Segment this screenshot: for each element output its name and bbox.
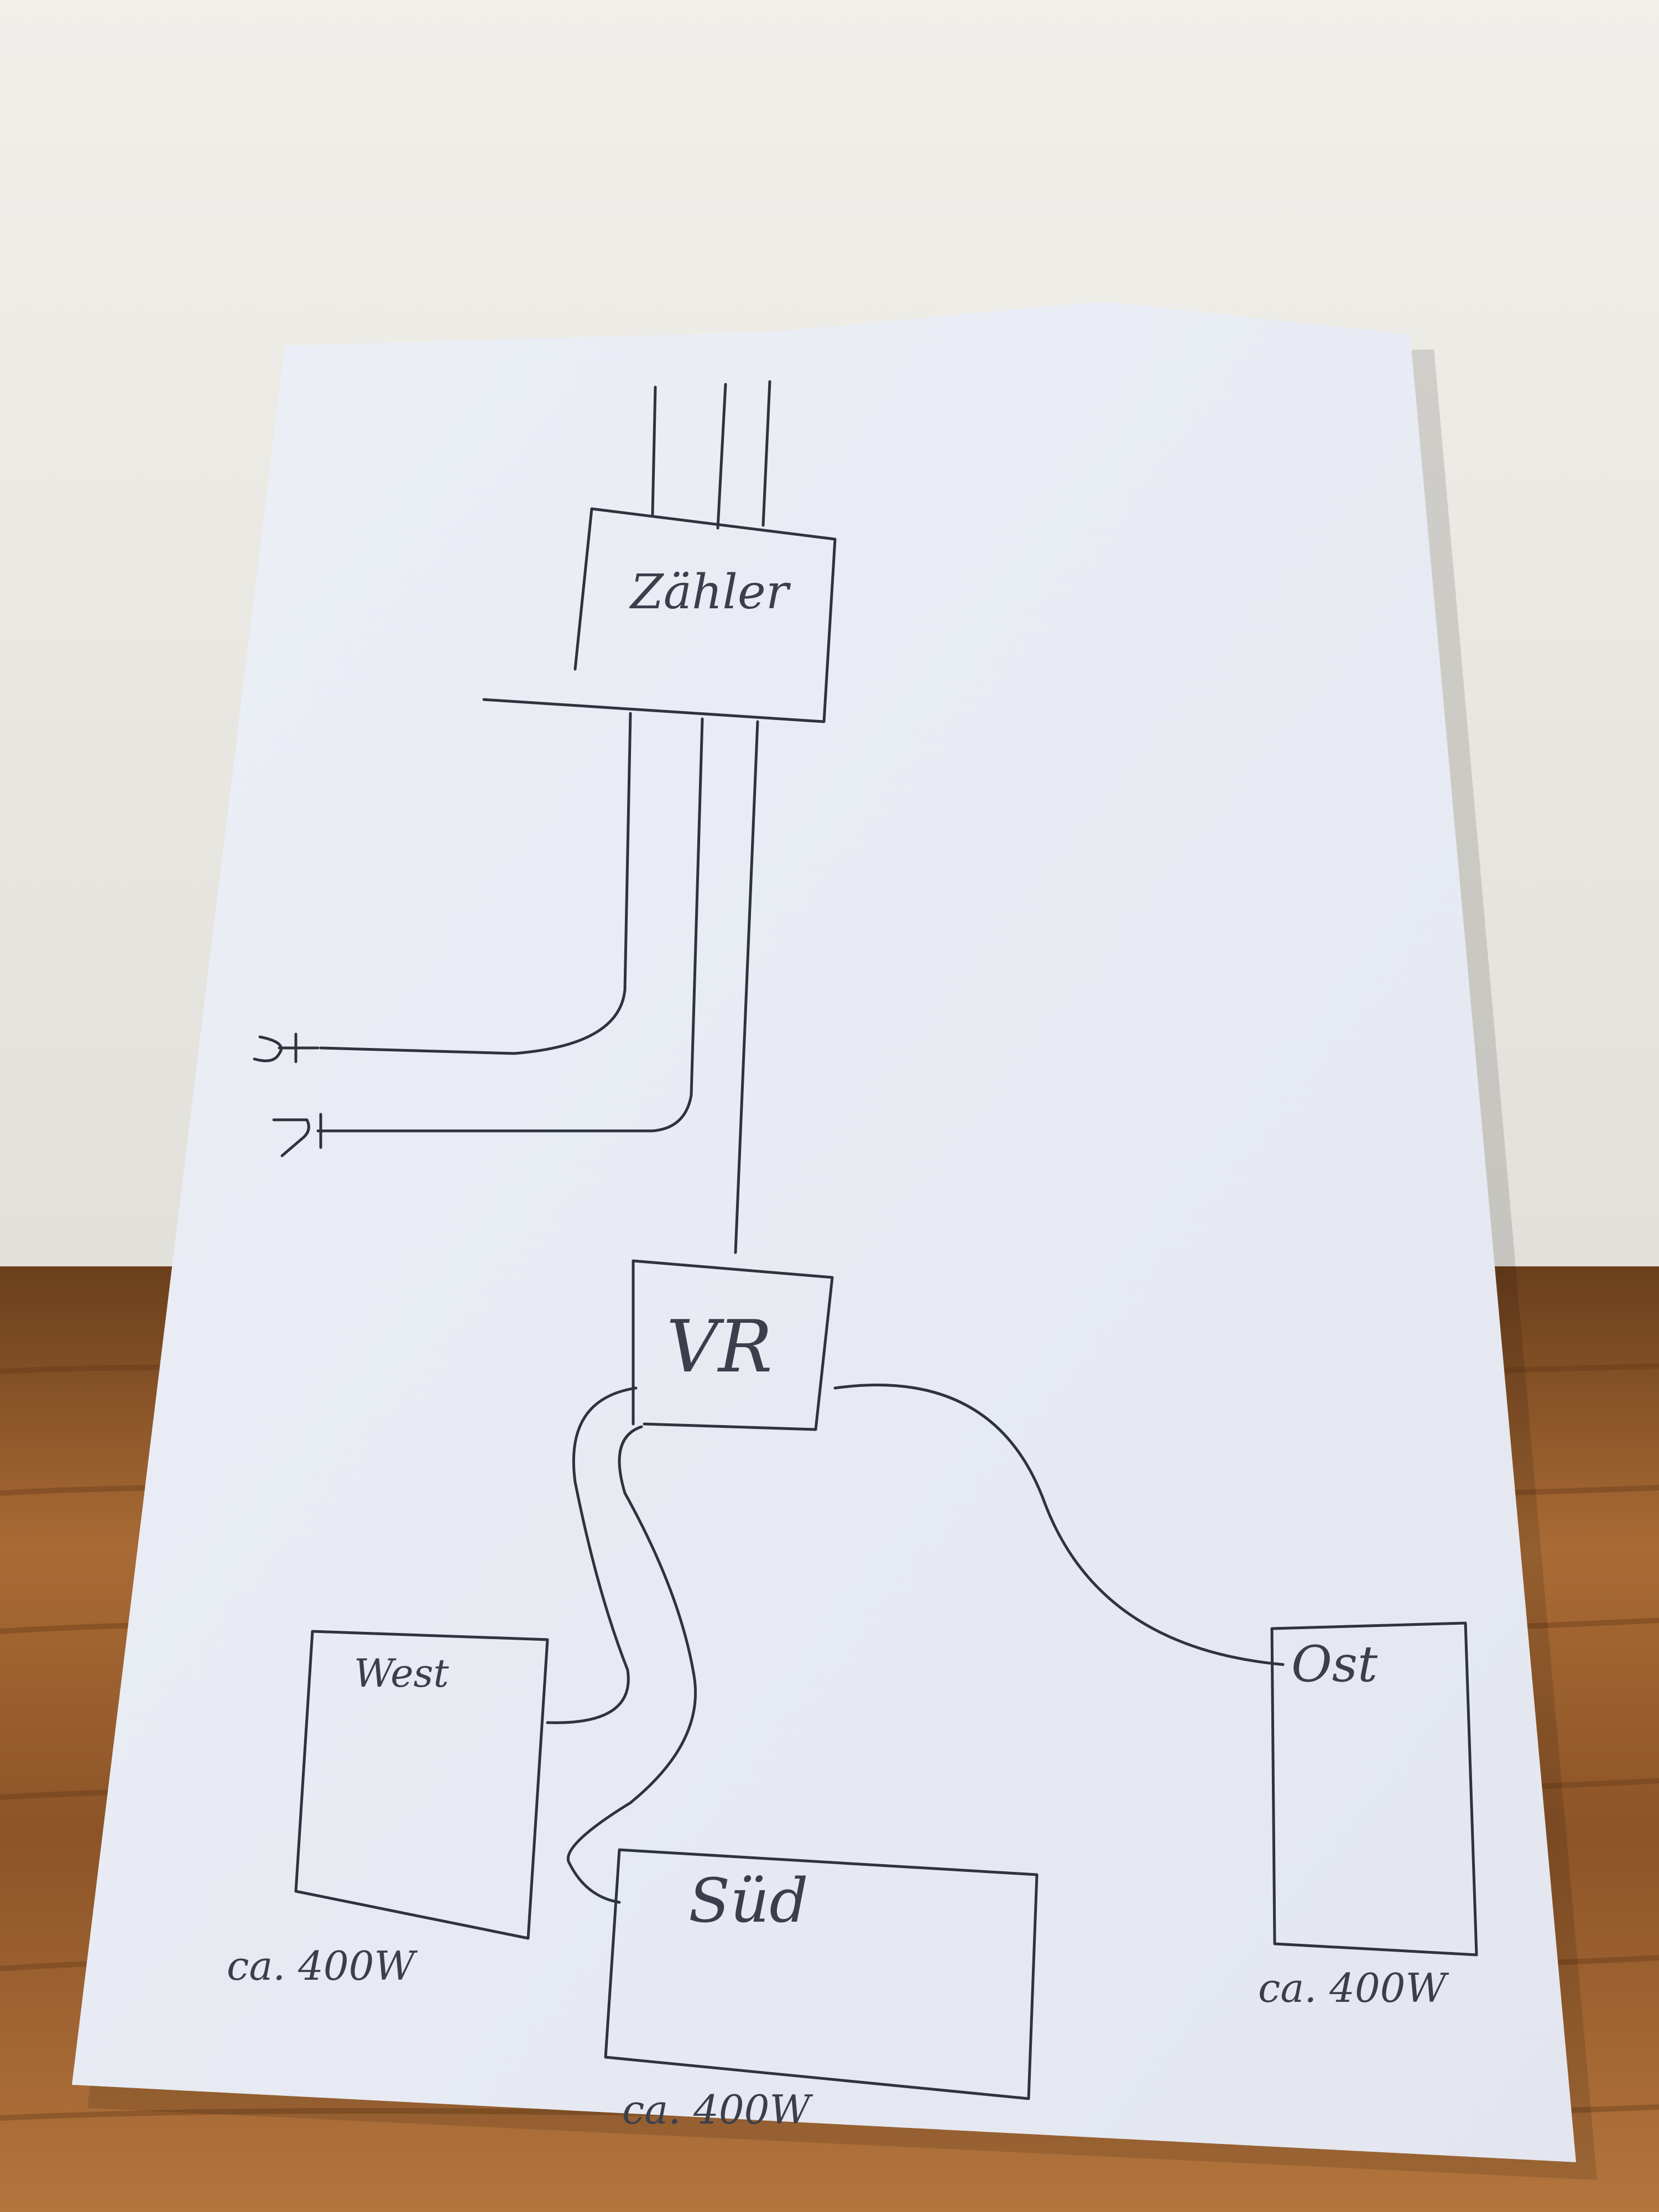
circuit-sketch xyxy=(253,380,1478,2100)
panel-west-box xyxy=(294,1630,549,1940)
consumer-symbol-2 xyxy=(272,1113,347,1157)
string-west-b xyxy=(566,1425,697,1904)
panel-sued-box xyxy=(604,1848,1039,2100)
meter-label: Zähler xyxy=(629,565,791,620)
panel-ost-power: ca. 400W xyxy=(1258,1965,1449,2011)
panel-ost-label: Ost xyxy=(1291,1635,1378,1693)
string-east xyxy=(833,1383,1285,1666)
meter-line-mid xyxy=(341,717,704,1133)
grid-line-1 xyxy=(651,385,657,516)
panel-sued-label: Süd xyxy=(688,1865,808,1936)
inverter-label: VR xyxy=(666,1305,773,1389)
consumer-symbol-1 xyxy=(253,1032,320,1063)
panel-west-power: ca. 400W xyxy=(227,1943,418,1989)
panel-west-label: West xyxy=(354,1651,450,1696)
meter-box xyxy=(482,507,837,723)
paper-sheet xyxy=(72,301,1576,2162)
grid-line-3 xyxy=(761,380,771,527)
panel-sued-power: ca. 400W xyxy=(622,2086,813,2133)
panel-ost-box xyxy=(1270,1621,1478,1957)
meter-line-left xyxy=(319,712,632,1055)
grid-line-2 xyxy=(716,383,727,530)
meter-line-to-inverter xyxy=(734,720,759,1254)
string-west-a xyxy=(546,1386,638,1724)
inverter-box xyxy=(632,1259,834,1431)
